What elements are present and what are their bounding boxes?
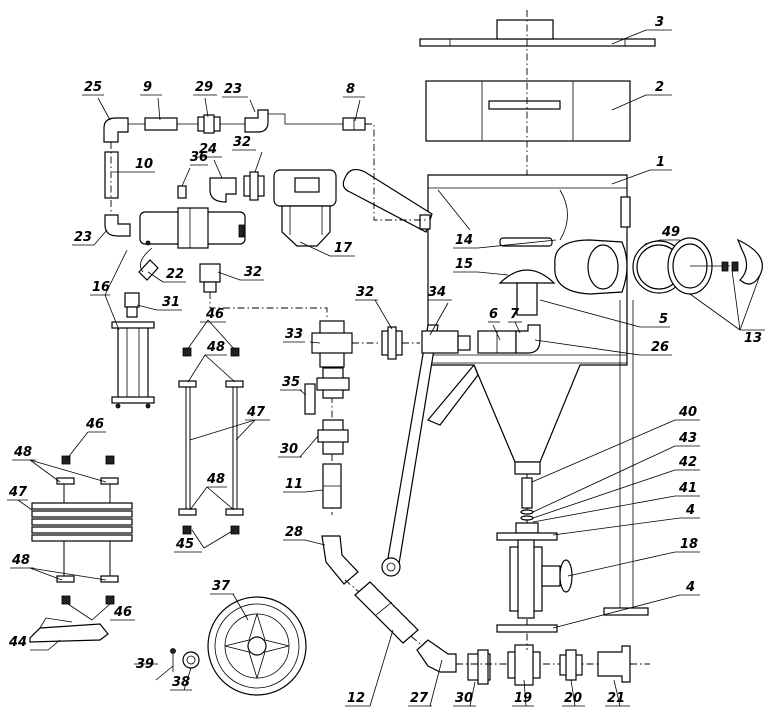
callout-13: 13 <box>744 331 762 346</box>
callout-32-right: 32 <box>356 285 374 300</box>
callout-5: 5 <box>659 312 668 327</box>
callout-34: 34 <box>428 285 446 300</box>
callout-11: 11 <box>285 477 303 492</box>
lid-part <box>419 19 656 47</box>
side-port <box>554 237 763 295</box>
chassis <box>381 300 649 616</box>
callout-17: 17 <box>334 241 353 256</box>
vertical-feed <box>304 367 359 585</box>
callout-26: 26 <box>651 340 669 355</box>
callout-19: 19 <box>514 691 532 706</box>
callout-labels: 3 2 1 14 15 5 26 6 7 34 32 8 9 29 23 25 … <box>8 15 762 706</box>
callout-46-left-bottom: 46 <box>113 605 132 620</box>
callout-10: 10 <box>135 157 153 172</box>
callout-49: 49 <box>661 225 680 240</box>
callout-46-left-top: 46 <box>85 417 104 432</box>
handle <box>342 168 433 233</box>
callout-41: 41 <box>678 481 697 496</box>
callout-32-mid: 32 <box>244 265 262 280</box>
filter-part <box>273 169 337 247</box>
cover-part <box>425 80 631 142</box>
callout-23-left: 23 <box>74 230 92 245</box>
callout-47-mid: 47 <box>246 405 266 420</box>
leader-lines <box>7 29 765 707</box>
callout-12: 12 <box>347 691 365 706</box>
callout-16: 16 <box>92 280 110 295</box>
callout-27: 27 <box>410 691 429 706</box>
callout-35: 35 <box>282 375 300 390</box>
callout-42: 42 <box>678 455 697 470</box>
callout-15: 15 <box>455 257 473 272</box>
callout-38: 38 <box>172 675 190 690</box>
callout-29: 29 <box>195 80 213 95</box>
regulator-unit <box>111 171 265 409</box>
callout-2: 2 <box>655 80 664 95</box>
callout-4-top: 4 <box>685 503 695 518</box>
callout-30-bottom: 30 <box>455 691 473 706</box>
callout-8: 8 <box>346 82 355 97</box>
callout-40: 40 <box>678 405 697 420</box>
callout-48-mid-bottom: 48 <box>206 472 225 487</box>
callout-28: 28 <box>285 525 303 540</box>
callout-37: 37 <box>212 579 231 594</box>
tee-assembly <box>311 320 541 515</box>
callout-43: 43 <box>678 431 697 446</box>
hose-vertical <box>178 347 244 535</box>
callout-9: 9 <box>143 80 152 95</box>
callout-45: 45 <box>175 537 194 552</box>
callout-7: 7 <box>510 307 520 322</box>
callout-47-left: 47 <box>8 485 28 500</box>
fitting-32-mid <box>199 263 328 320</box>
callout-39: 39 <box>136 657 154 672</box>
air-piping <box>103 109 428 237</box>
wheel-part <box>170 596 307 696</box>
callout-14: 14 <box>455 233 473 248</box>
callout-25: 25 <box>84 80 102 95</box>
callout-24: 24 <box>199 142 217 157</box>
callout-30-mid: 30 <box>280 442 298 457</box>
valve-assembly <box>496 474 573 650</box>
callout-18: 18 <box>680 537 698 552</box>
inner-parts <box>498 237 556 316</box>
callout-23-top: 23 <box>224 82 242 97</box>
callout-46-mid: 46 <box>205 307 224 322</box>
callout-48-left-top: 48 <box>13 445 32 460</box>
callout-44: 44 <box>8 635 27 650</box>
callout-48-mid-top: 48 <box>206 340 225 355</box>
callout-3: 3 <box>655 15 664 30</box>
foot-pedal <box>29 617 109 643</box>
callout-1: 1 <box>656 155 665 170</box>
bottom-line <box>344 579 650 686</box>
callout-4-bottom: 4 <box>685 580 695 595</box>
callout-31: 31 <box>162 295 180 310</box>
callout-48-left-bottom: 48 <box>11 553 30 568</box>
callout-32-top: 32 <box>233 135 251 150</box>
callout-21: 21 <box>607 691 625 706</box>
callout-6: 6 <box>489 307 498 322</box>
callout-36: 36 <box>190 150 208 165</box>
hose-coil <box>31 455 133 605</box>
callout-20: 20 <box>564 691 582 706</box>
callout-22: 22 <box>166 267 184 282</box>
callout-33: 33 <box>285 327 303 342</box>
